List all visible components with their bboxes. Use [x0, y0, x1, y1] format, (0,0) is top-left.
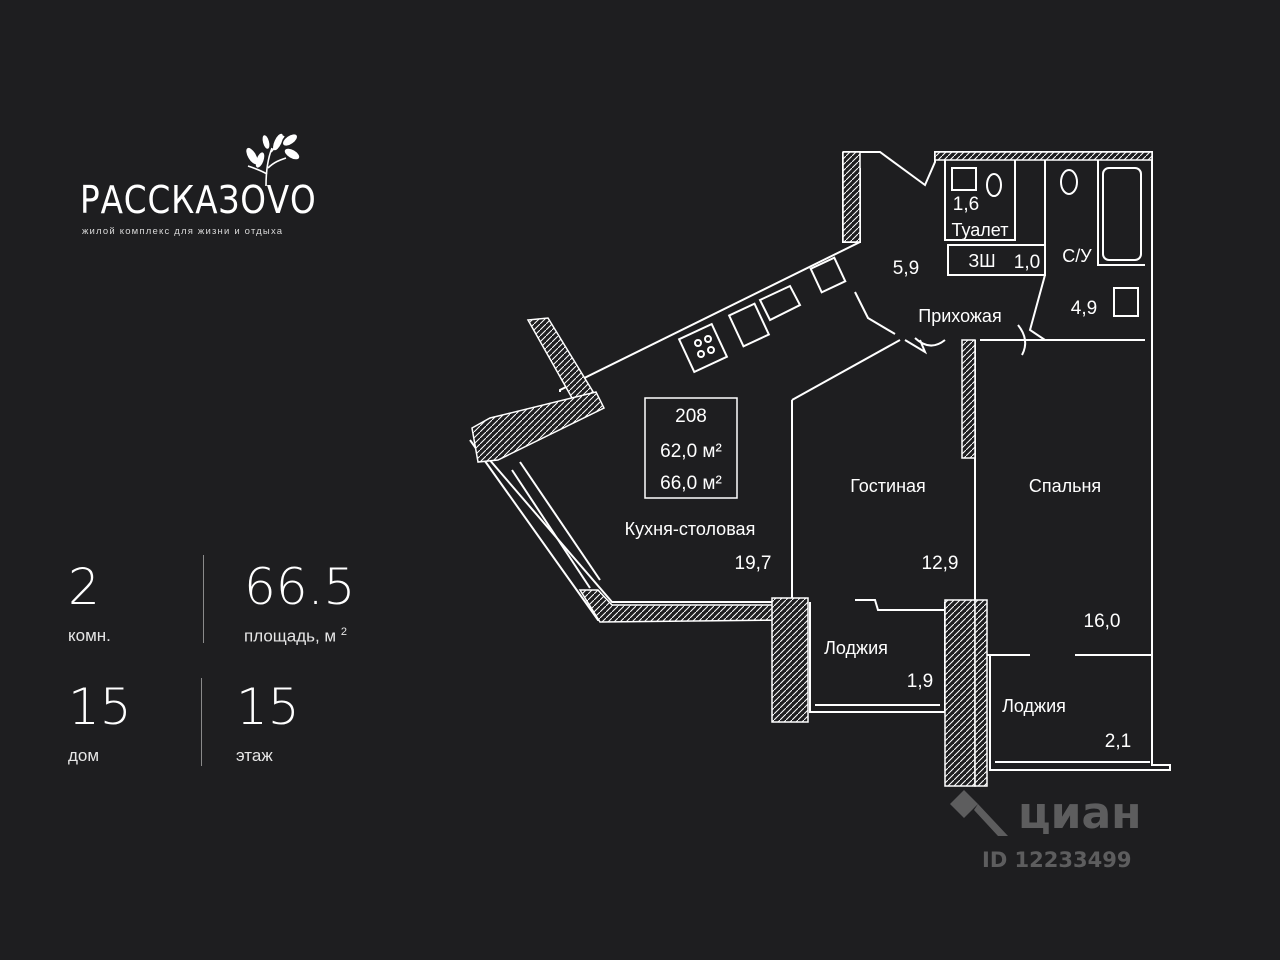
room-name-bedroom: Спальня: [1029, 476, 1101, 496]
brand-name: РАССКАЗОVО: [80, 178, 317, 222]
room-area-bedroom: 16,0: [1084, 611, 1121, 632]
room-name-shaft: ЗШ: [968, 251, 995, 271]
area-value: 66.5: [244, 558, 356, 616]
floor-stat: 15 этаж: [236, 682, 300, 766]
room-labels: Кухня-столовая 19,7 Гостиная 12,9 Спальн…: [625, 194, 1132, 752]
room-area-hallway: 5,9: [893, 258, 919, 279]
room-area-kitchen: 19,7: [735, 553, 772, 574]
area-stat: 66.5 площадь, м 2: [244, 562, 355, 647]
floor-label: этаж: [236, 746, 273, 765]
room-area-loggia-2: 2,1: [1105, 731, 1131, 752]
area-label-text: площадь, м: [244, 626, 337, 646]
tree-icon: [246, 133, 300, 186]
room-area-loggia-1: 1,9: [907, 671, 933, 692]
rooms-stat: 2 комн.: [68, 562, 111, 646]
room-name-hallway: Прихожая: [918, 306, 1001, 326]
watermark-id: ID 12233499: [982, 848, 1132, 872]
house-stat: 15 дом: [68, 682, 132, 766]
brand-logo: РАССКАЗОVО жилой комплекс для жизни и от…: [78, 130, 348, 240]
apartment-number: 208: [675, 406, 707, 427]
house-label: дом: [68, 746, 100, 765]
apartment-area-2: 66,0 м²: [660, 473, 722, 494]
house-number: 15: [68, 678, 132, 736]
rooms-count: 2: [68, 558, 100, 616]
room-name-toilet: Туалет: [952, 220, 1009, 240]
room-name-living: Гостиная: [850, 476, 926, 496]
plan-walls: [469, 151, 1171, 771]
stats-divider: [201, 678, 202, 766]
room-name-bathroom: С/У: [1062, 246, 1092, 266]
room-name-loggia-1: Лоджия: [824, 638, 888, 658]
area-label: площадь, м 2: [244, 626, 355, 647]
room-area-shaft: 1,0: [1014, 252, 1040, 273]
room-area-toilet: 1,6: [953, 194, 979, 215]
floor-number: 15: [236, 678, 300, 736]
room-name-loggia-2: Лоджия: [1002, 696, 1066, 716]
stats-divider: [203, 555, 204, 643]
watermark: циан ID 12233499: [950, 780, 1170, 880]
area-unit-sup: 2: [340, 626, 347, 638]
room-name-kitchen: Кухня-столовая: [625, 519, 756, 539]
location-pin-icon: [950, 790, 1008, 836]
rooms-label: комн.: [68, 626, 111, 645]
watermark-brand: циан: [1018, 788, 1142, 839]
apartment-info-box: 208 62,0 м² 66,0 м²: [644, 397, 738, 499]
room-area-living: 12,9: [922, 553, 959, 574]
plan-structural-walls: [471, 151, 1153, 787]
apartment-area-1: 62,0 м²: [660, 441, 722, 462]
room-area-bathroom: 4,9: [1071, 298, 1097, 319]
brand-tagline: жилой комплекс для жизни и отдыха: [82, 226, 284, 237]
